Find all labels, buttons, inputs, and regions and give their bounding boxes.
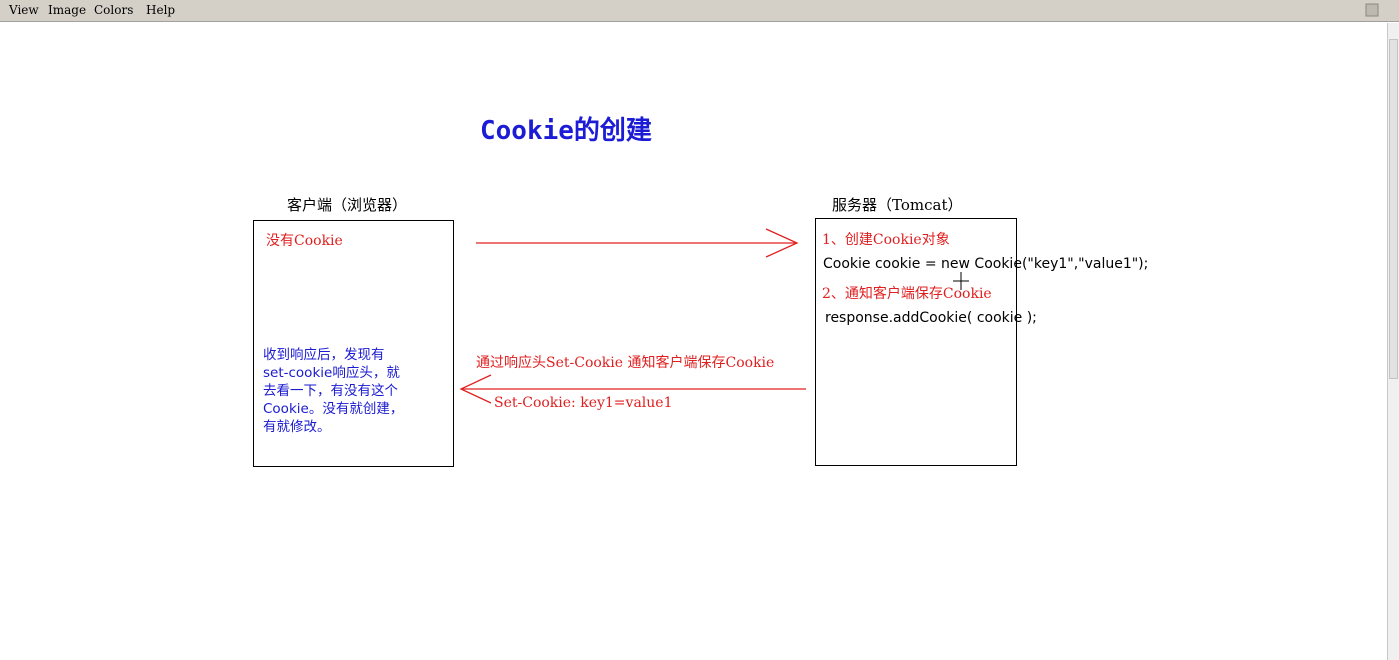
server-code2: response.addCookie( cookie );: [825, 310, 1037, 326]
response-header: Set-Cookie: key1=value1: [494, 395, 673, 411]
server-step1: 1、创建Cookie对象: [822, 232, 950, 248]
menu-view[interactable]: View: [9, 3, 39, 17]
client-note-line: 有就修改。: [263, 419, 331, 435]
menu-help[interactable]: Help: [146, 3, 176, 17]
drawing-canvas[interactable]: [0, 23, 1387, 660]
server-box: [815, 218, 1017, 466]
client-note-line: set-cookie响应头，就: [263, 365, 400, 381]
vertical-scrollbar[interactable]: [1387, 23, 1399, 660]
client-note: 收到响应后，发现有 set-cookie响应头，就 去看一下，有没有这个 Coo…: [263, 346, 448, 436]
client-note-line: 去看一下，有没有这个: [263, 383, 398, 399]
server-step2: 2、通知客户端保存Cookie: [822, 286, 992, 302]
client-no-cookie: 没有Cookie: [266, 233, 343, 249]
response-arrow: [459, 374, 806, 404]
request-arrow: [476, 228, 799, 258]
diagram-title: Cookie的创建: [480, 116, 652, 146]
menu-image[interactable]: Image: [48, 3, 87, 17]
scrollbar-thumb[interactable]: [1389, 39, 1398, 379]
menu-colors[interactable]: Colors: [94, 3, 134, 17]
window-corner-icon: [1365, 3, 1379, 17]
response-note: 通过响应头Set-Cookie 通知客户端保存Cookie: [476, 355, 775, 371]
server-label: 服务器（Tomcat）: [832, 196, 963, 214]
server-code1: Cookie cookie = new Cookie("key1","value…: [823, 256, 1149, 272]
mouse-cursor-icon: [953, 272, 969, 290]
client-note-line: 收到响应后，发现有: [263, 347, 385, 363]
client-label: 客户端（浏览器）: [287, 196, 408, 214]
client-box: [253, 220, 454, 467]
client-note-line: Cookie。没有就创建，: [263, 401, 404, 417]
menu-bar: View Image Colors Help: [0, 0, 1399, 22]
